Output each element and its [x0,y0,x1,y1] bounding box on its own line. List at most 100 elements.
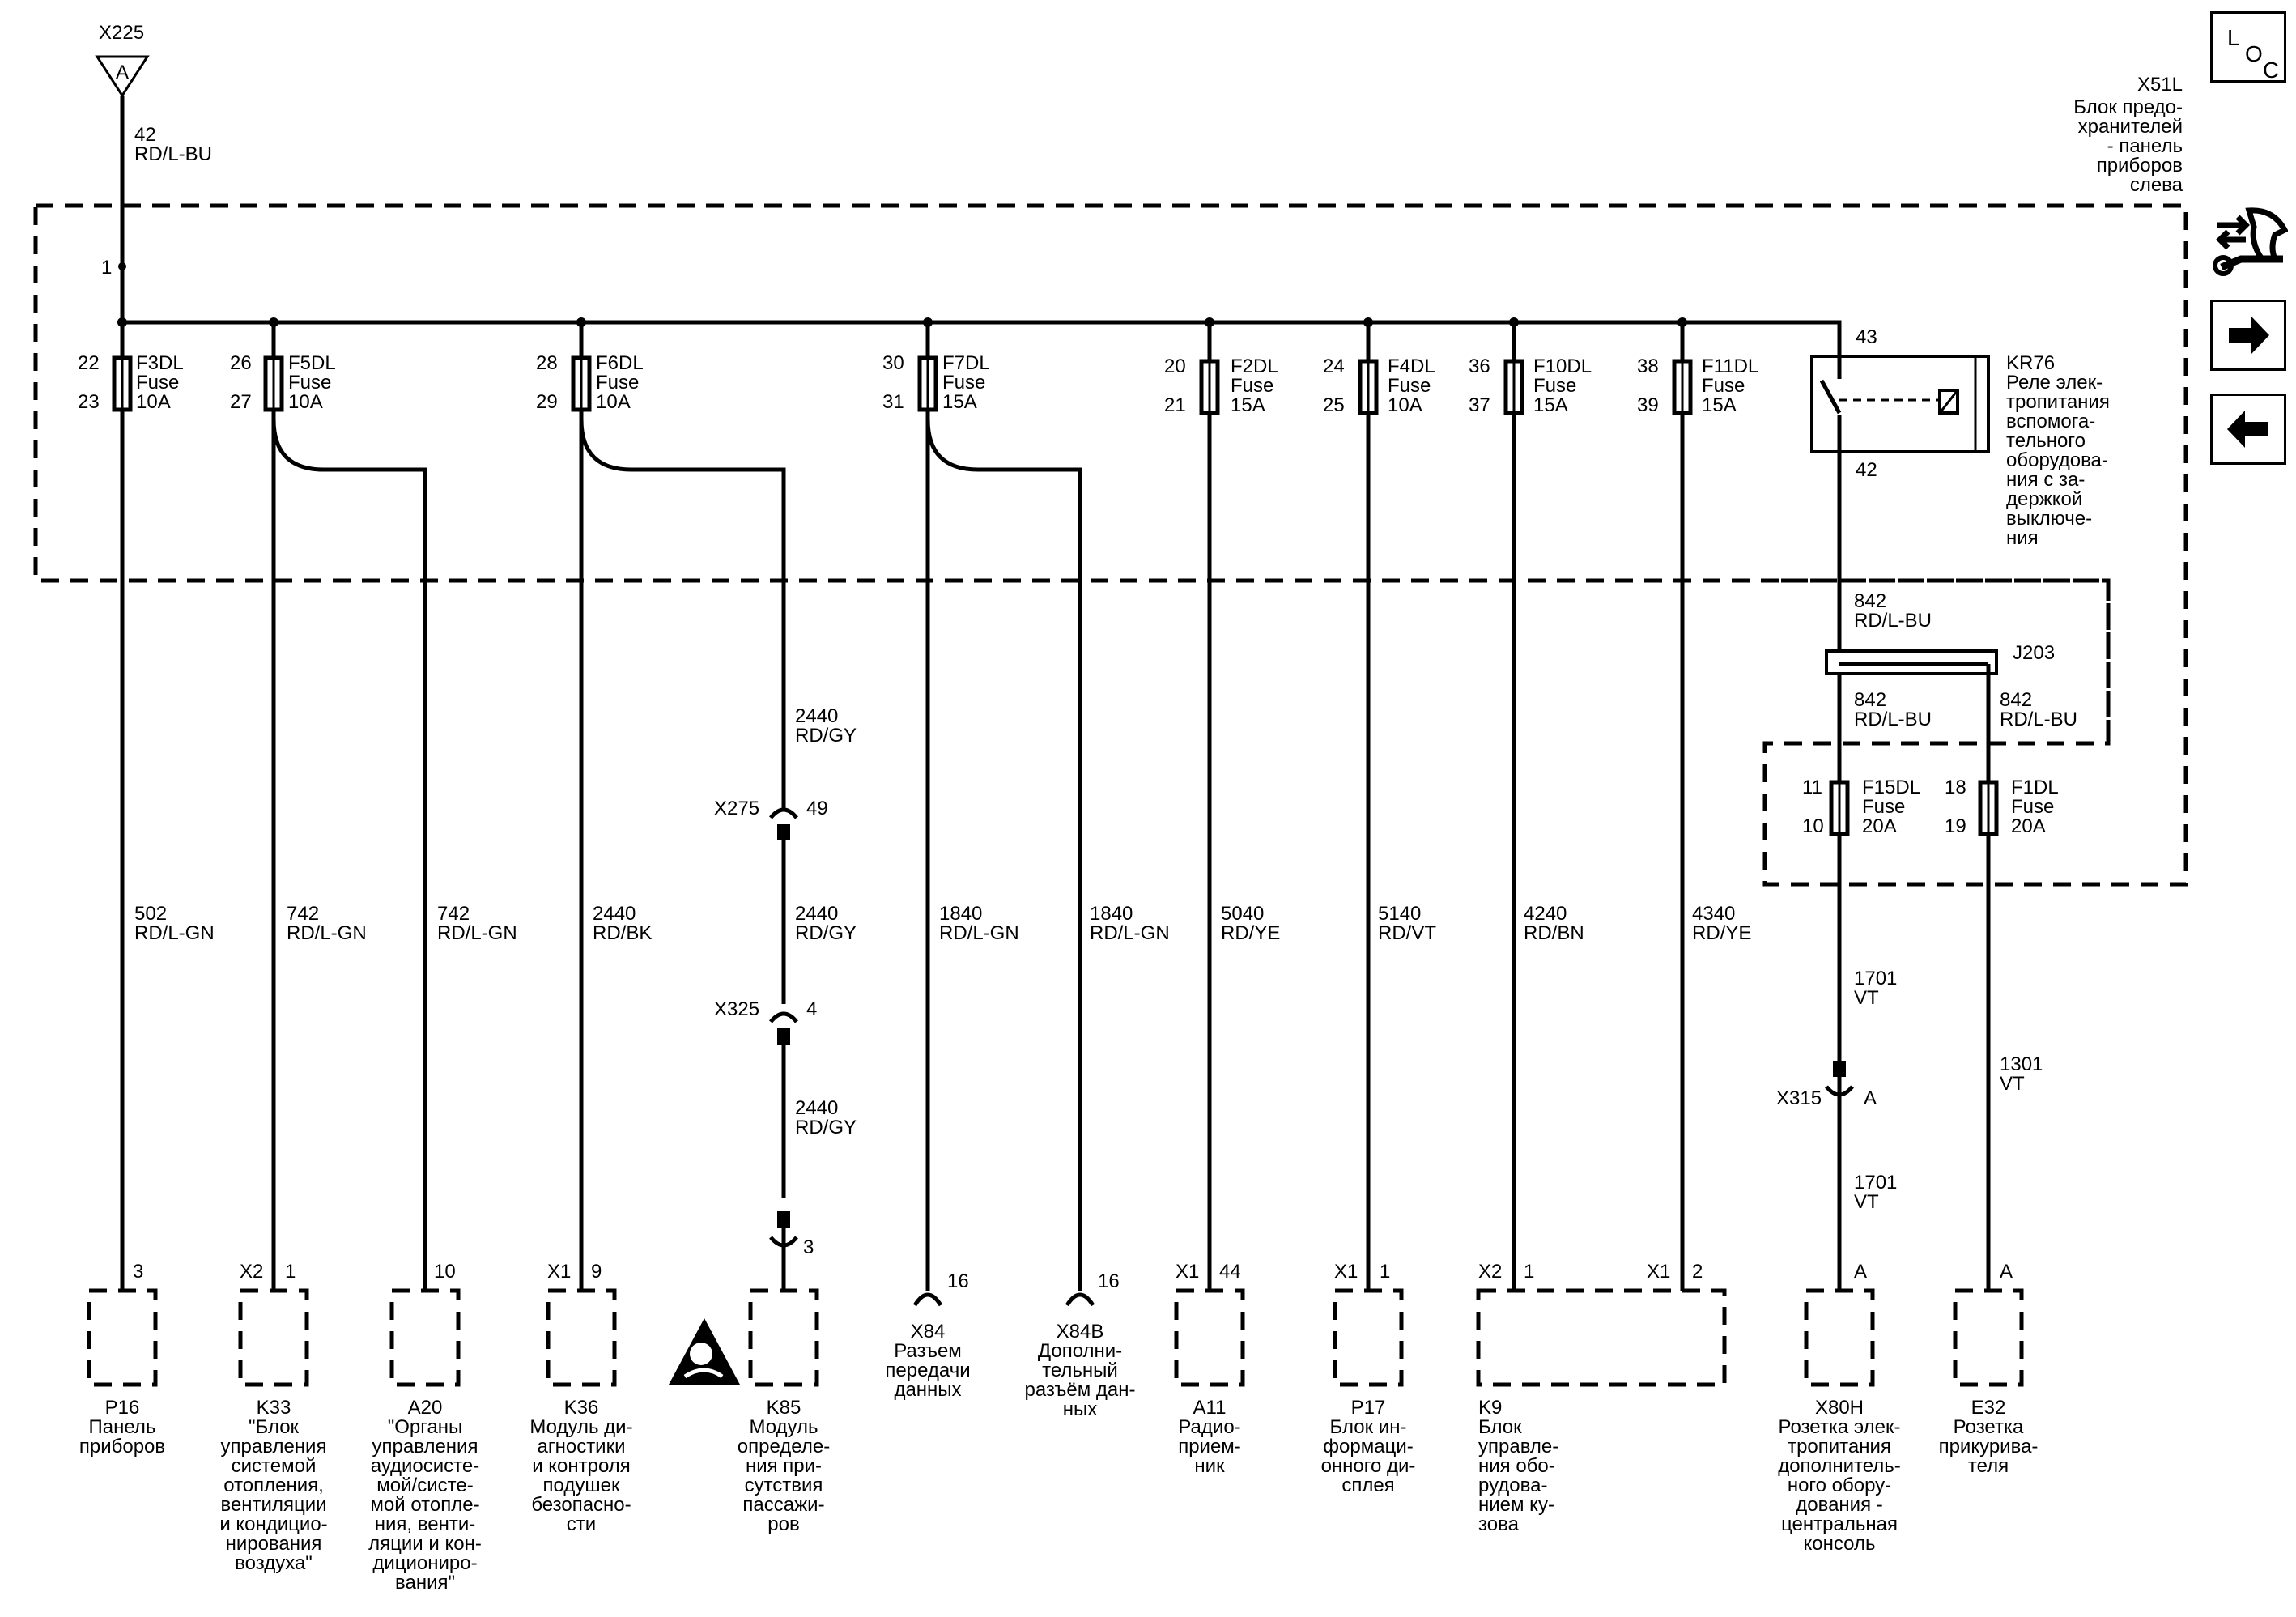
component-conn: X1 [1176,1261,1199,1283]
fuse-f4dl: F4DL Fuse 10A 24 25 [1323,355,1435,416]
component-pin: A [1854,1261,1867,1283]
component-label-k85: K85 Модуль определе- ния при- сутствия п… [738,1397,830,1535]
svg-text:F7DL: F7DL [942,352,990,374]
svg-text:F5DL: F5DL [288,352,336,374]
wire-num: 842 [1854,689,1886,711]
svg-text:10: 10 [1802,815,1824,837]
wire-num: 2440 [593,903,636,925]
component-label-e32: E32 Розетка прикурива- теля [1939,1397,2039,1477]
wire-color: RD/L-GN [134,922,215,944]
component-box-p16 [87,1288,158,1387]
connector-x84b-symbol [1065,1292,1095,1307]
svg-text:воздуха": воздуха" [235,1552,313,1574]
prev-page-button[interactable] [2210,394,2286,465]
fuse-block-desc: - панель [2107,135,2183,157]
svg-text:теля: теля [1968,1455,2009,1477]
svg-text:прием-: прием- [1178,1436,1241,1457]
component-box-p17 [1333,1288,1404,1387]
bus-pin-label: 1 [101,257,112,279]
svg-text:ров: ров [767,1513,799,1535]
wire-color: VT [2000,1073,2025,1095]
power-bus [122,320,1842,356]
svg-text:36: 36 [1469,355,1490,377]
wire-num: 2440 [795,903,838,925]
svg-text:A20: A20 [408,1397,443,1419]
svg-text:22: 22 [78,352,100,374]
svg-text:10A: 10A [288,391,323,413]
relay-desc: ния с за- [2006,469,2085,491]
svg-text:F10DL: F10DL [1533,355,1592,377]
component-conn: X2 [1478,1261,1502,1283]
fuse-f5dl: F5DL Fuse 10A 26 27 [230,352,336,413]
svg-text:дования -: дования - [1796,1494,1883,1516]
inline-connector-x275 [769,807,798,840]
svg-text:F15DL: F15DL [1862,777,1920,798]
wire-color: RD/VT [1378,922,1436,944]
component-pin: 10 [434,1261,456,1283]
next-page-button[interactable] [2210,300,2286,371]
svg-text:Fuse: Fuse [2011,796,2054,818]
wire-color: VT [1854,987,1879,1009]
component-conn: X1 [1334,1261,1358,1283]
component-label-x80h: X80H Розетка элек- тропитания дополнител… [1778,1397,1901,1555]
component-pin: 3 [133,1261,143,1283]
svg-text:онного ди-: онного ди- [1321,1455,1416,1477]
svg-text:Блок: Блок [1478,1416,1522,1438]
component-label-p16: P16 Панель приборов [79,1397,165,1457]
top-connector-id: X225 [99,22,144,44]
svg-text:консоль: консоль [1804,1533,1876,1555]
svg-text:15A: 15A [942,391,977,413]
svg-text:24: 24 [1323,355,1345,377]
wiring-tools-icon[interactable] [2213,202,2289,280]
inline-connector-pin: 49 [806,798,828,819]
svg-text:ния обо-: ния обо- [1478,1455,1555,1477]
svg-text:вентиляции: вентиляции [220,1494,326,1516]
svg-text:23: 23 [78,391,100,413]
svg-text:Панель: Панель [89,1416,156,1438]
svg-text:Fuse: Fuse [136,372,179,394]
svg-text:Модуль ди-: Модуль ди- [529,1416,632,1438]
wire-num: 4340 [1692,903,1735,925]
svg-text:ния, венти-: ния, венти- [375,1513,475,1535]
svg-text:ния при-: ния при- [746,1455,822,1477]
svg-text:диционирo-: диционирo- [372,1552,477,1574]
loc-button[interactable]: L O C [2210,11,2286,83]
wire-color: RD/GY [795,1117,857,1138]
wire-742-a20 [271,419,427,1291]
svg-text:ник: ник [1194,1455,1225,1477]
svg-text:15A: 15A [1231,394,1265,416]
svg-text:Розетка элек-: Розетка элек- [1779,1416,1901,1438]
svg-text:P17: P17 [1351,1397,1386,1419]
svg-text:Fuse: Fuse [288,372,331,394]
svg-text:определе-: определе- [738,1436,830,1457]
component-label-a11: A11 Радио- прием- ник [1178,1397,1241,1477]
fuse-block-id: X51L [2137,74,2183,96]
fuse-f11dl: F11DL Fuse 15A 38 39 [1637,355,1758,416]
svg-text:K9: K9 [1478,1397,1502,1419]
svg-text:20A: 20A [1862,815,1897,837]
svg-text:аудиосисте-: аудиосисте- [371,1455,480,1477]
svg-text:управле-: управле- [1478,1436,1558,1457]
wire-color: RD/L-BU [1854,610,1932,632]
fuse-block-desc: слева [2130,174,2183,196]
svg-text:K36: K36 [564,1397,599,1419]
svg-text:X84B: X84B [1057,1321,1104,1343]
component-box-k36 [546,1288,617,1387]
svg-text:Модуль: Модуль [749,1416,818,1438]
wire-1840-x84b [925,419,1082,1291]
wire-color: RD/GY [795,922,857,944]
svg-text:нирования: нирования [226,1533,322,1555]
svg-text:сутствия: сутствия [745,1474,823,1496]
component-label-k9: K9 Блок управле- ния обо- рудова- нием к… [1478,1397,1558,1535]
fuse-f3dl: F3DL Fuse 10A 22 23 [78,352,184,413]
fuse-f15dl: F15DL Fuse 20A 11 10 [1802,777,1920,837]
svg-text:26: 26 [230,352,252,374]
bus-pin-dot [118,262,126,270]
component-label-a20: A20 "Органы управления аудиосисте- мой/с… [368,1397,482,1594]
wire-num: 1840 [939,903,982,925]
svg-text:Fuse: Fuse [942,372,985,394]
fuse-f6dl: F6DL Fuse 10A 28 29 [536,352,644,413]
wire-color: RD/YE [1692,922,1751,944]
svg-text:F4DL: F4DL [1388,355,1435,377]
